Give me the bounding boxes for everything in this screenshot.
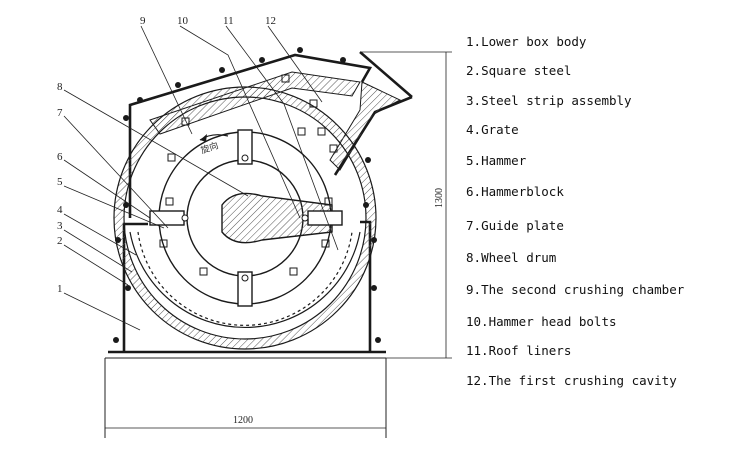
hammer-head-bolts: [181, 154, 309, 282]
foundation-outline: [104, 357, 387, 438]
rotor-hub: [221, 192, 333, 244]
legend-item-5: 5.Hammer: [466, 153, 527, 168]
outer-casing-ring: [113, 86, 377, 350]
rotation-arrow-head: [200, 134, 207, 142]
legend-item-12: 12.The first crushing cavity: [466, 373, 677, 388]
callout-9: 9: [140, 15, 146, 27]
callout-5: 5: [57, 176, 63, 188]
rotation-label: 旋向: [199, 139, 220, 156]
legend-item-1: 1.Lower box body: [466, 34, 587, 49]
legend-item-4: 4.Grate: [466, 122, 519, 137]
crusher-cross-section-drawing: 旋向 1 2 3 4 5 6 7 8 9 10 11 12 1300 1200: [57, 15, 452, 438]
legend-item-10: 10.Hammer head bolts: [466, 314, 617, 329]
grate-ring: [129, 231, 361, 329]
leader-lines: [63, 25, 339, 331]
legend-item-3: 3.Steel strip assembly: [466, 93, 632, 108]
callout-1: 1: [57, 283, 63, 295]
callout-3: 3: [57, 220, 63, 232]
callout-10: 10: [177, 15, 189, 27]
callout-2: 2: [57, 235, 63, 247]
roof-liners: [149, 71, 361, 135]
height-dimension-line: [362, 51, 452, 359]
legend-item-2: 2.Square steel: [466, 63, 572, 78]
legend-item-7: 7.Guide plate: [466, 218, 564, 233]
callout-6: 6: [57, 151, 63, 163]
callout-8: 8: [57, 81, 63, 93]
width-dimension-label: 1200: [233, 415, 253, 426]
legend-item-11: 11.Roof liners: [466, 343, 572, 358]
height-dimension-label: 1300: [434, 188, 445, 208]
callout-4: 4: [57, 204, 63, 216]
square-steel-blocks: [159, 74, 338, 276]
callout-12: 12: [265, 15, 276, 27]
housing-bolts: [113, 47, 381, 343]
callout-11: 11: [223, 15, 234, 27]
legend-item-8: 8.Wheel drum: [466, 250, 557, 265]
legend-item-9: 9.The second crushing chamber: [466, 282, 685, 297]
legend-item-6: 6.Hammerblock: [466, 184, 564, 199]
callout-7: 7: [57, 107, 63, 119]
feed-chute-liner: [329, 81, 402, 171]
